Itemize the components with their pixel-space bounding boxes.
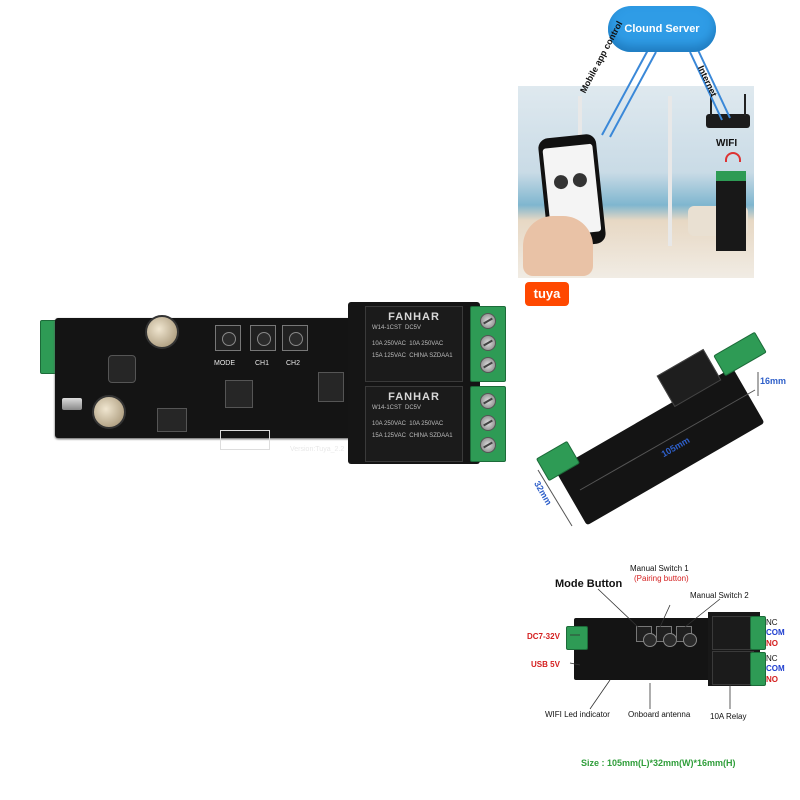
capacitor bbox=[92, 395, 126, 429]
arrow-line bbox=[601, 49, 649, 136]
ic-chip bbox=[157, 408, 187, 432]
annotated-relay bbox=[712, 616, 754, 650]
relay-1-no-label: NO bbox=[766, 639, 778, 648]
relay-10a-label: 10A Relay bbox=[710, 712, 747, 721]
annotated-output-terminal bbox=[750, 616, 766, 650]
relay-2-com-label: COM bbox=[766, 664, 785, 673]
ch1-button bbox=[250, 325, 276, 351]
window-frame bbox=[668, 96, 672, 246]
wifi-module-chip bbox=[225, 380, 253, 408]
mini-board bbox=[716, 171, 746, 251]
arrow-line bbox=[697, 49, 731, 119]
leader-line bbox=[569, 662, 581, 666]
mode-button-label: Mode Button bbox=[555, 578, 623, 590]
silk-mode-label: MODE bbox=[214, 360, 235, 367]
wifi-icon bbox=[725, 152, 741, 162]
height-dimension: 16mm bbox=[760, 376, 787, 386]
inductor bbox=[108, 355, 136, 383]
leader-line bbox=[597, 588, 639, 628]
annotated-button bbox=[656, 626, 677, 647]
dimension-line-length bbox=[579, 389, 756, 491]
cloud-server: Clound Server bbox=[608, 6, 716, 52]
relay-rating: 10A 250VAC 10A 250VAC bbox=[372, 341, 444, 347]
relay-1: FANHAR W14-1CST DC5V 10A 250VAC 10A 250V… bbox=[365, 306, 463, 382]
relay-2-nc-label: NC bbox=[766, 654, 778, 663]
dc-input-label: DC7-32V bbox=[527, 632, 560, 641]
relay-1-com-label: COM bbox=[766, 628, 785, 637]
pcb-antenna bbox=[220, 430, 270, 450]
connection-arrows bbox=[601, 49, 731, 138]
app-button-icon bbox=[572, 172, 588, 188]
ch2-button bbox=[282, 325, 308, 351]
leader-line bbox=[659, 604, 671, 628]
tuya-logo: tuya bbox=[525, 282, 569, 306]
leader-line bbox=[684, 598, 721, 628]
annotated-button bbox=[676, 626, 697, 647]
silk-version-label: Version:Tuya_2.2 bbox=[290, 446, 345, 453]
onboard-antenna-label: Onboard antenna bbox=[628, 710, 691, 719]
wifi-router bbox=[706, 114, 750, 128]
annotated-input-terminal bbox=[566, 626, 588, 650]
relay-model: W14-1CST DC5V bbox=[372, 325, 422, 331]
relay-rating: 15A 125VAC CHINA SZDAA1 bbox=[372, 433, 453, 439]
annotated-button bbox=[636, 626, 657, 647]
terminal-screw bbox=[480, 335, 496, 351]
relay-rating: 10A 250VAC 10A 250VAC bbox=[372, 421, 444, 427]
wifi-led-label: WIFI Led indicator bbox=[545, 710, 610, 719]
router-antenna bbox=[744, 94, 746, 116]
terminal-screw bbox=[480, 415, 496, 431]
relay-brand: FANHAR bbox=[388, 311, 440, 323]
capacitor bbox=[145, 315, 179, 349]
mode-button bbox=[215, 325, 241, 351]
terminal-screw bbox=[480, 357, 496, 373]
relay-2: FANHAR W14-1CST DC5V 10A 250VAC 10A 250V… bbox=[365, 386, 463, 462]
leader-line bbox=[589, 679, 611, 710]
tuya-logo-text: tuya bbox=[533, 286, 561, 301]
relay-1-nc-label: NC bbox=[766, 618, 778, 627]
micro-usb-port bbox=[62, 398, 82, 410]
app-button-icon bbox=[553, 174, 569, 190]
relay-model: W14-1CST DC5V bbox=[372, 405, 422, 411]
dimension-line-width bbox=[537, 469, 573, 527]
smart-home-scene bbox=[518, 86, 754, 278]
size-spec: Size : 105mm(L)*32mm(W)*16mm(H) bbox=[581, 758, 736, 768]
pairing-button-label: (Pairing button) bbox=[634, 574, 689, 583]
relay-2-no-label: NO bbox=[766, 675, 778, 684]
usb-input-label: USB 5V bbox=[531, 660, 560, 669]
terminal-screw bbox=[480, 437, 496, 453]
hand bbox=[523, 216, 593, 276]
router-antenna bbox=[710, 94, 712, 116]
manual-switch-2-label: Manual Switch 2 bbox=[690, 591, 749, 600]
arrow-line bbox=[689, 51, 723, 121]
relay-rating: 15A 125VAC CHINA SZDAA1 bbox=[372, 353, 453, 359]
silk-ch1-label: CH1 bbox=[255, 360, 270, 367]
terminal-screw bbox=[480, 313, 496, 329]
annotated-output-terminal bbox=[750, 652, 766, 686]
silk-ch2-label: CH2 bbox=[286, 360, 301, 367]
dimension-lines bbox=[537, 372, 759, 527]
ic-chip bbox=[318, 372, 344, 402]
annotation-leader-lines bbox=[569, 588, 731, 710]
wifi-label: WIFI bbox=[716, 138, 738, 149]
arrow-line bbox=[609, 51, 657, 138]
relay-brand: FANHAR bbox=[388, 391, 440, 403]
manual-switch-1-label: Manual Switch 1 bbox=[630, 564, 689, 573]
terminal-screw bbox=[480, 393, 496, 409]
